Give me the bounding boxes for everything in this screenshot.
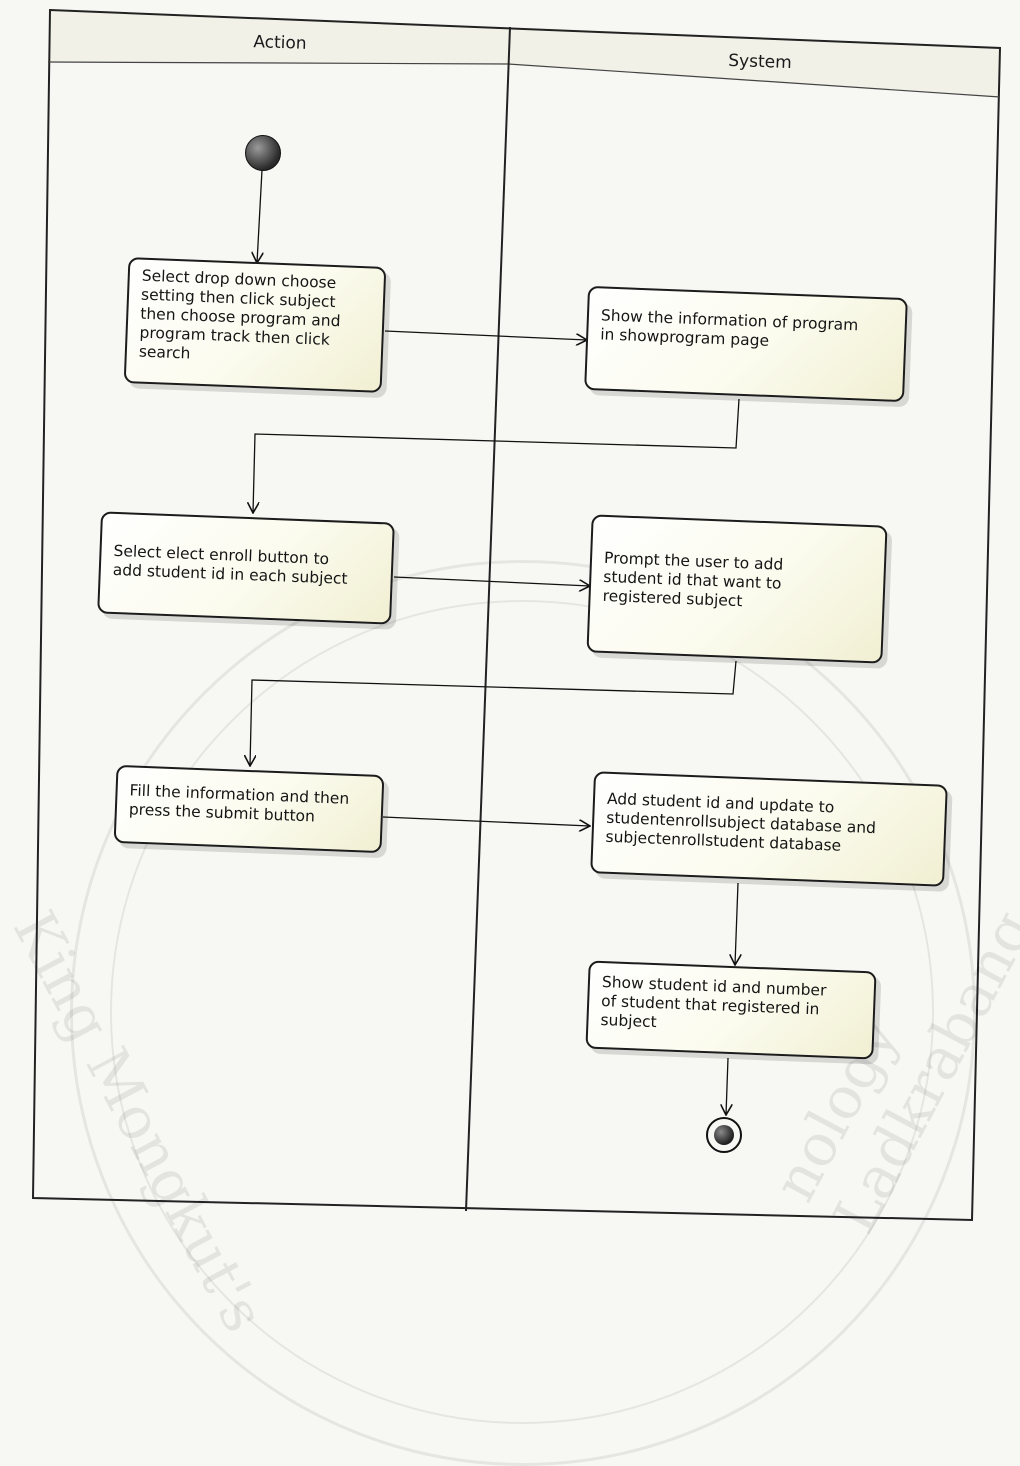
activity-select-elect-enroll: Select elect enroll button to add studen… [97,511,395,625]
flow-select-to-show [384,330,587,340]
activity-select-dropdown: Select drop down choose setting then cli… [123,257,387,393]
activity-fill-information: Fill the information and then press the … [113,764,385,854]
activity-prompt-user: Prompt the user to add student id that w… [586,514,888,664]
diagram-lines [31,8,1002,1222]
lane-divider [465,26,511,1212]
system-lane-header [508,27,1000,97]
final-node-core [714,1125,734,1145]
action-header-divider [47,61,509,65]
activity-diagram: King Mongkut's nology Ladkrabang Action … [0,8,1020,1466]
flow-prompt-to-fill [250,660,737,766]
flow-show-to-elect [253,398,740,513]
activity-add-student-id: Add student id and update to studentenro… [590,771,948,887]
system-header-divider [507,63,1001,98]
flow-add-to-show-count [735,882,738,965]
flow-show-count-to-end [726,1057,728,1115]
flow-fill-to-add [382,816,590,826]
flow-start-to-select [257,169,262,263]
initial-node [245,135,281,171]
flow-elect-to-prompt [393,576,590,586]
activity-show-program-info: Show the information of program in showp… [584,285,908,403]
swimlane-frame [31,8,1002,1222]
final-node [706,1117,742,1153]
activity-show-student-count: Show student id and number of student th… [585,960,877,1060]
